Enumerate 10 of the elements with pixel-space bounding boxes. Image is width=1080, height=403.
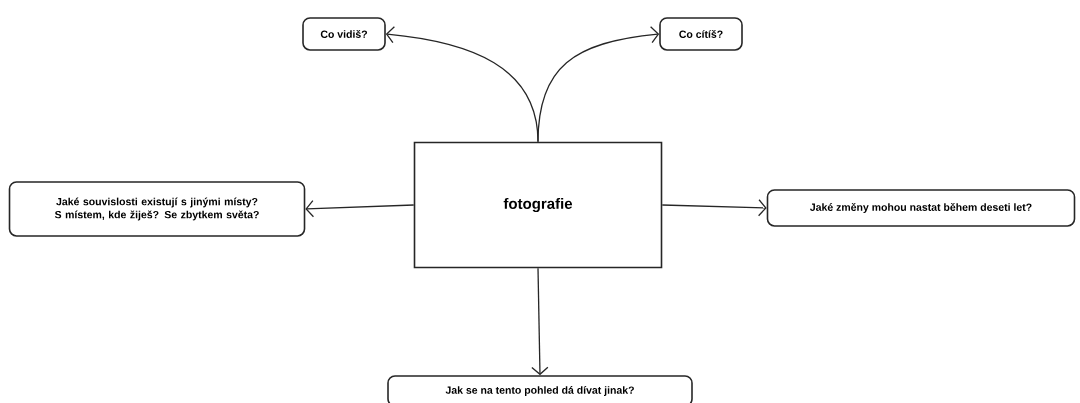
question-box: Jaké změny mohou nastat během deseti let?	[766, 189, 1076, 227]
arrow	[305, 200, 415, 218]
question-box: Jak se na tento pohled dá dívat jinak?	[387, 375, 693, 403]
arrow	[537, 26, 660, 143]
question-box: Co vidiš?	[302, 17, 386, 51]
question-box: Co cítíš?	[659, 17, 743, 51]
arrow	[531, 267, 549, 376]
question-box: Jaké souvislosti existují s jinými místy? S místem, kde žiješ? Se zbytkem světa?	[8, 181, 306, 237]
central-box: fotografie	[413, 141, 663, 269]
arrow	[661, 199, 767, 217]
